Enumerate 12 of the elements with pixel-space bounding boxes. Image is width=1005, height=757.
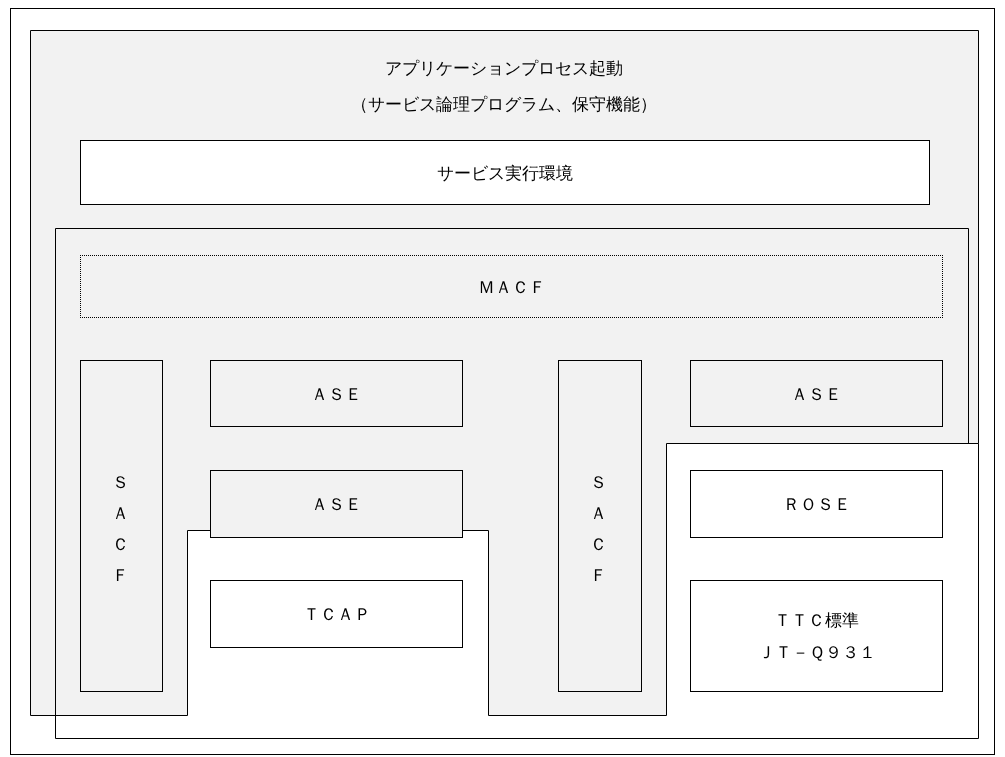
function-box: ＲＯＳＥ [690,470,943,538]
region-title: アプリケーションプロセス起動 [385,57,623,80]
function-box: ＴＣＡＰ [210,580,463,648]
function-box: サービス実行環境 [80,140,930,205]
function-box: ＡＳＥ [690,360,943,427]
vertical-box: ＳＡＣＦ [558,360,642,692]
function-box: ＡＳＥ [210,360,463,427]
function-box: ＴＴＣ標準 ＪＴ－Ｑ９３１ [690,580,943,692]
function-box: ＡＳＥ [210,470,463,538]
region-subtitle: （サービス論理プログラム、保守機能） [351,93,657,116]
dotted-box: ＭＡＣＦ [80,255,943,318]
vertical-box: ＳＡＣＦ [80,360,163,692]
